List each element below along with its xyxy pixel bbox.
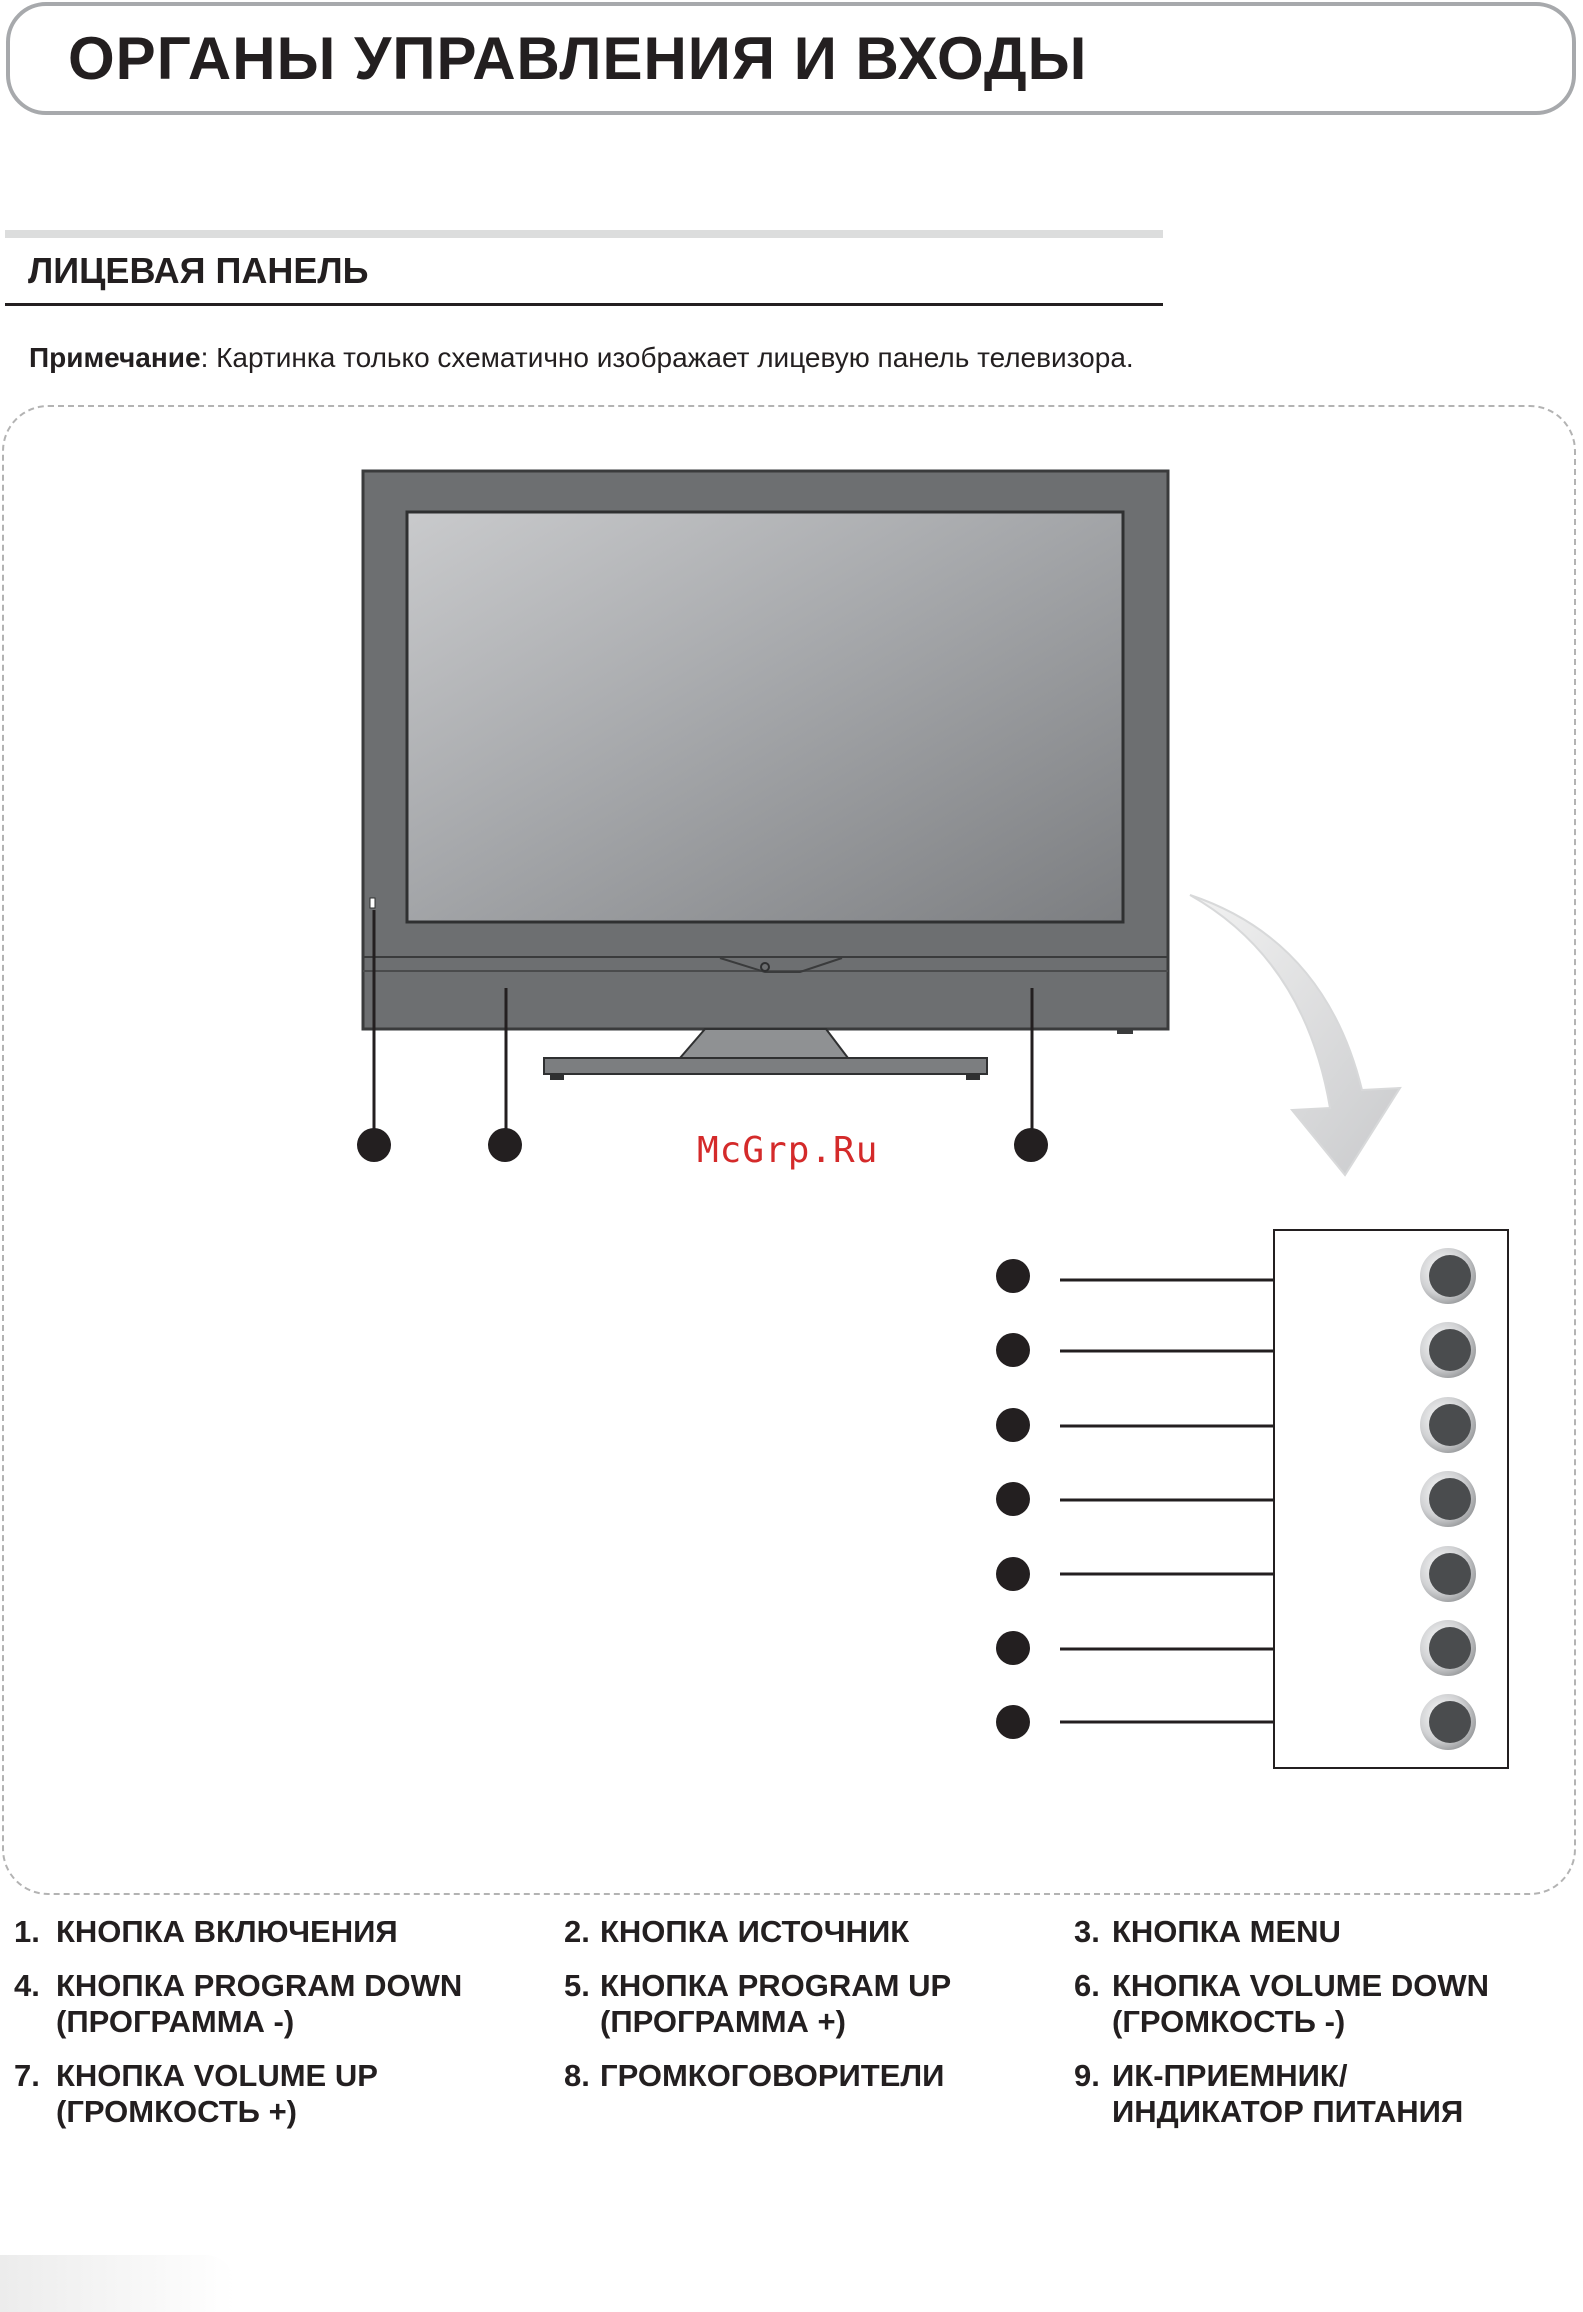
page-header-frame bbox=[6, 2, 1576, 115]
diagram-frame bbox=[2, 405, 1576, 1895]
legend-text: КНОПКА ВКЛЮЧЕНИЯ bbox=[56, 1914, 398, 1949]
tv-screen bbox=[405, 510, 1125, 924]
page-corner-tab bbox=[0, 2255, 235, 2312]
side-callout-dot bbox=[996, 1408, 1030, 1442]
bezel-foot-mark bbox=[1117, 1029, 1133, 1034]
side-button bbox=[1429, 1627, 1471, 1669]
zoom-arrow bbox=[1189, 894, 1402, 1177]
ir-receiver-window bbox=[760, 962, 770, 972]
legend-text: КНОПКА VOLUME DOWN (ГРОМКОСТЬ -) bbox=[1112, 1968, 1489, 2039]
stand-foot-right bbox=[966, 1074, 980, 1080]
legend-text: КНОПКА MENU bbox=[1112, 1914, 1341, 1949]
legend-number: 7. bbox=[14, 2058, 40, 2093]
stand-base bbox=[543, 1057, 988, 1075]
side-button bbox=[1429, 1329, 1471, 1371]
side-button bbox=[1429, 1701, 1471, 1743]
side-button bbox=[1429, 1255, 1471, 1297]
callout-dot-speaker-right bbox=[1014, 1128, 1048, 1162]
side-button bbox=[1429, 1553, 1471, 1595]
side-callout-dot bbox=[996, 1259, 1030, 1293]
side-button bbox=[1429, 1404, 1471, 1446]
side-button bbox=[1429, 1478, 1471, 1520]
callout-dot-power bbox=[357, 1128, 391, 1162]
legend-number: 8. bbox=[564, 2058, 590, 2093]
callout-dot-speaker-left bbox=[488, 1128, 522, 1162]
legend-number: 5. bbox=[564, 1968, 590, 2003]
stand-neck bbox=[677, 1028, 851, 1059]
section-top-rule bbox=[5, 230, 1163, 238]
section-title: ЛИЦЕВАЯ ПАНЕЛЬ bbox=[28, 250, 369, 291]
power-button-marker bbox=[369, 897, 376, 909]
side-buttons bbox=[996, 1248, 1476, 1750]
logo-notch bbox=[719, 957, 843, 973]
legend-text: КНОПКА PROGRAM DOWN (ПРОГРАММА -) bbox=[56, 1968, 463, 2039]
side-callout-dot bbox=[996, 1631, 1030, 1665]
legend-text: КНОПКА VOLUME UP (ГРОМКОСТЬ +) bbox=[56, 2058, 378, 2129]
legend-text: ГРОМКОГОВОРИТЕЛИ bbox=[600, 2058, 945, 2093]
tv-callouts bbox=[357, 910, 1048, 1162]
legend-number: 9. bbox=[1074, 2058, 1100, 2093]
note-text: : Картинка только схематично изображает … bbox=[200, 342, 1134, 373]
stand-foot-left bbox=[550, 1074, 564, 1080]
legend-number: 1. bbox=[14, 1914, 40, 1949]
legend-text: ИК-ПРИЕМНИК/ ИНДИКАТОР ПИТАНИЯ bbox=[1112, 2058, 1464, 2129]
side-callout-dot bbox=[996, 1482, 1030, 1516]
legend-number: 3. bbox=[1074, 1914, 1100, 1949]
watermark: McGrp.Ru bbox=[697, 1130, 879, 1171]
legend-text: КНОПКА ИСТОЧНИК bbox=[600, 1914, 910, 1949]
legend-number: 4. bbox=[14, 1968, 40, 2003]
note-label: Примечание bbox=[29, 342, 201, 373]
legend-text: КНОПКА PROGRAM UP (ПРОГРАММА +) bbox=[600, 1968, 952, 2039]
section-bottom-rule bbox=[5, 303, 1163, 306]
legend-number: 6. bbox=[1074, 1968, 1100, 2003]
side-callout-dot bbox=[996, 1705, 1030, 1739]
side-callout-dot bbox=[996, 1557, 1030, 1591]
legend-number: 2. bbox=[564, 1914, 590, 1949]
side-callout-dot bbox=[996, 1333, 1030, 1367]
note: Примечание: Картинка только схематично и… bbox=[29, 342, 1134, 374]
page-title: ОРГАНЫ УПРАВЛЕНИЯ И ВХОДЫ bbox=[68, 25, 1088, 92]
tv-set bbox=[361, 469, 1170, 1080]
